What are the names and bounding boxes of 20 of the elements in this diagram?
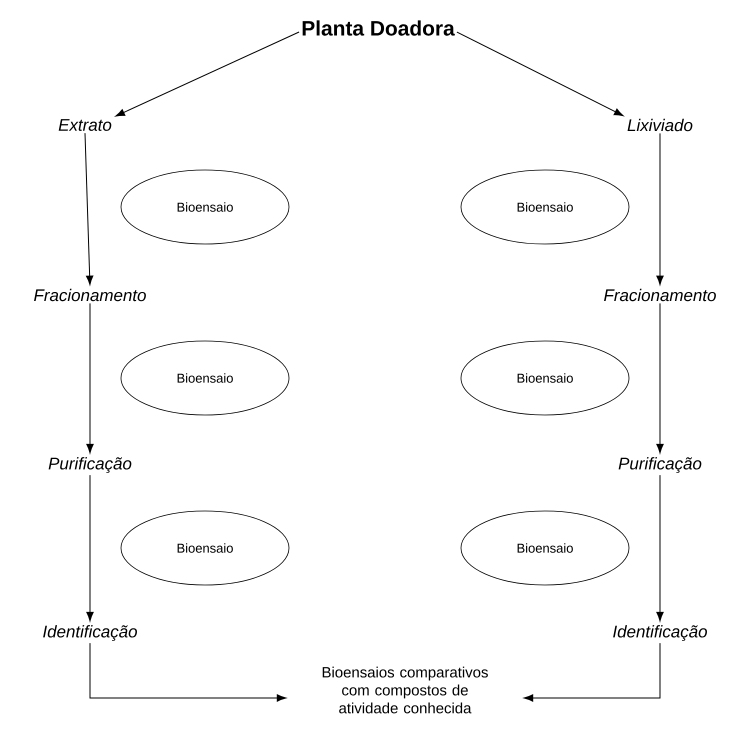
result-text: Bioensaios comparativos com compostos de atividade conhecida bbox=[322, 666, 488, 714]
arrow bbox=[524, 642, 660, 702]
step-label: Extrato bbox=[58, 119, 112, 131]
arrow bbox=[115, 32, 300, 117]
title-text: Planta Doadora bbox=[302, 20, 455, 36]
arrow bbox=[86, 474, 94, 622]
step-label: Fracionamento bbox=[604, 288, 716, 302]
arrow bbox=[90, 642, 286, 702]
arrow bbox=[86, 302, 94, 454]
step-label: Purificação bbox=[618, 457, 702, 473]
arrow bbox=[656, 302, 664, 454]
arrow bbox=[456, 32, 624, 116]
arrow bbox=[84, 132, 94, 285]
step-label: Identificação bbox=[43, 625, 137, 641]
arrow bbox=[656, 474, 664, 622]
step-label: Lixiviado bbox=[628, 118, 692, 132]
arrow bbox=[656, 132, 664, 285]
step-label: Purificação bbox=[48, 457, 132, 473]
step-label: Identificação bbox=[613, 625, 707, 641]
step-label: Fracionamento bbox=[34, 288, 146, 302]
